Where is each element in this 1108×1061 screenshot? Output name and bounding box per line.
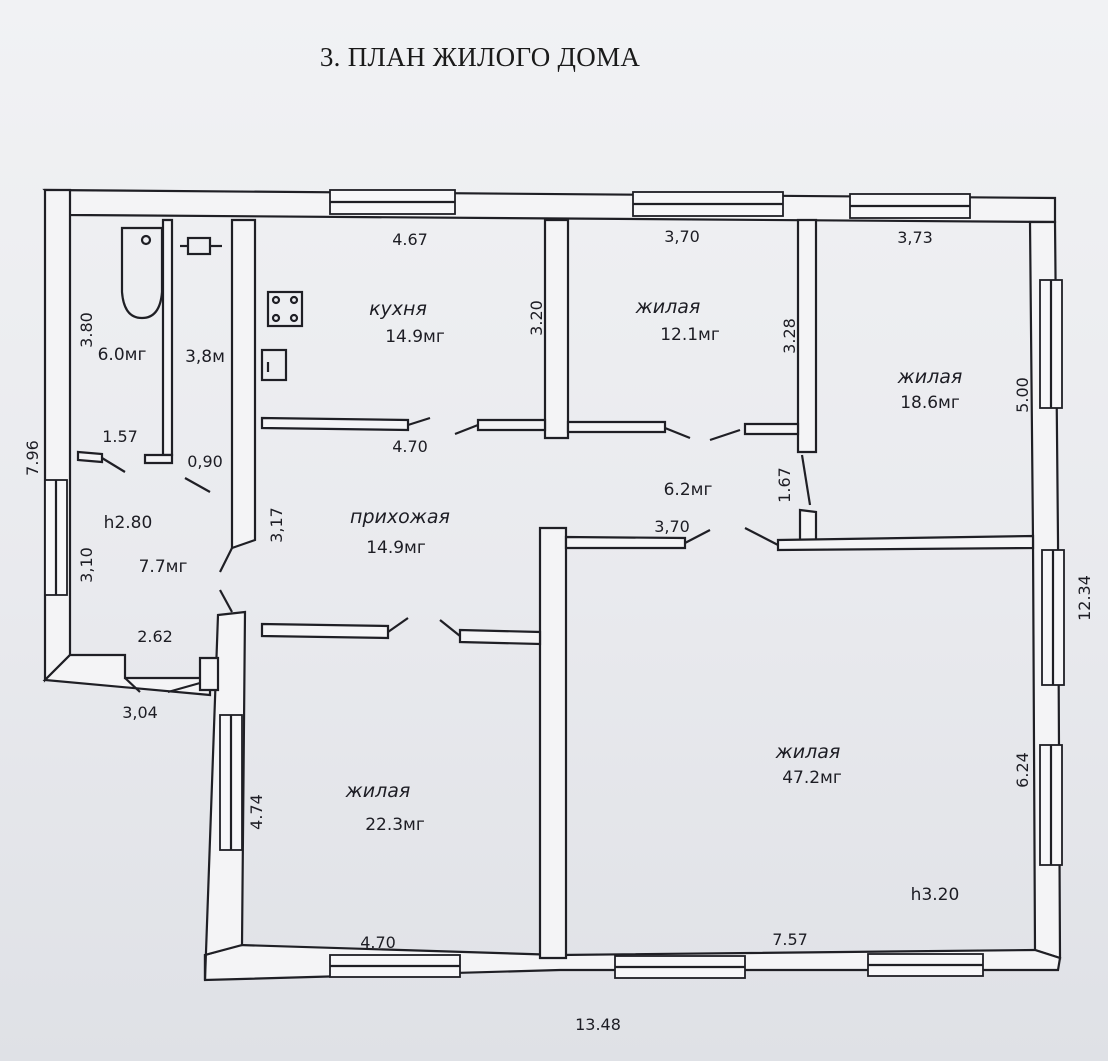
dim-room-br-depth: 6.24 <box>1013 752 1032 788</box>
vestibule-area: 7.7мг <box>139 557 188 577</box>
room-mid-area: 12.1мг <box>660 325 720 345</box>
dim-overall-right: 12.34 <box>1075 575 1094 621</box>
dim-room-mid-depth: 3.28 <box>780 318 799 354</box>
dim-overall-left: 7.96 <box>23 440 42 476</box>
dim-room-bl-width: 4.70 <box>360 933 396 952</box>
dim-room-br-width: 7.57 <box>772 930 808 949</box>
stove-icon <box>266 290 304 328</box>
dim-room-right-width: 3,73 <box>897 228 933 247</box>
hallway-area: 14.9мг <box>366 538 426 558</box>
dim-hall-depth: 3,17 <box>267 507 286 543</box>
room-mid-name: жилая <box>635 296 701 318</box>
dim-corridor-depth: 1.67 <box>775 467 794 503</box>
dim-overall-bottom: 13.48 <box>575 1015 621 1034</box>
dim-corridor-width: 3,70 <box>654 517 690 536</box>
room-br-name: жилая <box>775 741 841 763</box>
dim-hall-top-width: 4.70 <box>392 437 428 456</box>
page-title: 3. ПЛАН ЖИЛОГО ДОМА <box>319 42 641 72</box>
dim-vestibule-width: 2.62 <box>137 627 173 646</box>
room-right-area: 18.6мг <box>900 393 960 413</box>
kitchen-name: кухня <box>369 298 427 320</box>
dim-room-mid-width: 3,70 <box>664 227 700 246</box>
room-right-name: жилая <box>897 366 963 388</box>
vestibule-height: h2.80 <box>104 513 153 533</box>
room-bl-name: жилая <box>345 780 411 802</box>
dim-room-right-depth: 5.00 <box>1013 377 1032 413</box>
windows <box>44 189 1065 979</box>
dim-entry-width: 3,04 <box>122 703 158 722</box>
corridor-area: 6.2мг <box>664 480 713 500</box>
bathtub-icon <box>120 226 164 320</box>
room-br-area: 47.2мг <box>782 768 842 788</box>
bath-area: 6.0мг <box>98 345 147 365</box>
room-bl-area: 22.3мг <box>365 815 425 835</box>
dim-kitchen-width: 4.67 <box>392 230 428 249</box>
room-labels: кухня 14.9мг жилая 12.1мг жилая 18.6мг 6… <box>98 296 963 905</box>
dim-room-bl-depth: 4.74 <box>247 794 266 830</box>
kitchen-area: 14.9мг <box>385 327 445 347</box>
interior-walls <box>76 218 1035 960</box>
dimension-labels: 4.67 3,70 3,73 4.70 1.57 0,90 3,70 2.62 … <box>23 227 1094 1034</box>
doors <box>101 416 812 694</box>
hallway-name: прихожая <box>350 506 450 528</box>
wc-area: 3,8м <box>185 347 225 367</box>
sink-icon <box>260 348 288 382</box>
dim-wc-width: 1.57 <box>102 427 138 446</box>
room-br-height: h3.20 <box>911 885 960 905</box>
dim-bath-depth: 3.80 <box>77 312 96 348</box>
water-heater-icon <box>180 236 222 256</box>
dim-kitchen-depth: 3.20 <box>527 300 546 336</box>
dim-wc-door: 0,90 <box>187 452 223 471</box>
dim-vestibule-depth: 3,10 <box>77 547 96 583</box>
